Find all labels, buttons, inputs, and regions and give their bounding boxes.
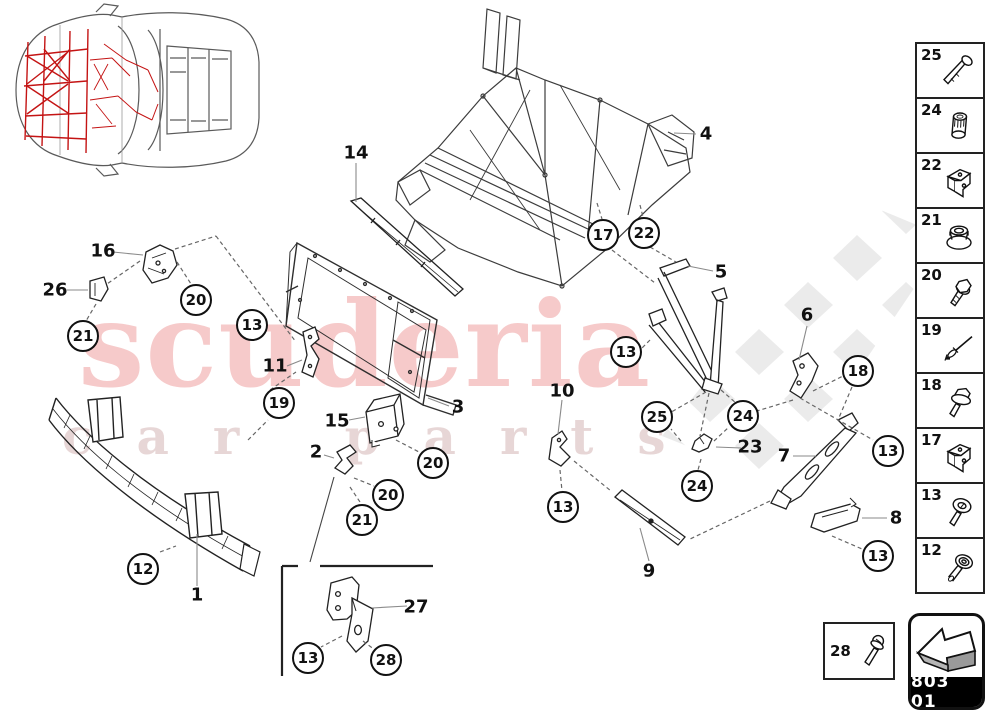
callout-circle-28: 28 [370,644,402,676]
blind-rivet-icon [944,335,973,362]
part-number-label-5: 5 [714,261,728,283]
part-number-label-8: 8 [889,507,903,529]
label-pointer-lines [67,132,887,609]
part-number-label-14: 14 [343,142,369,164]
part-3-radiator-frame [285,241,457,416]
part-number-label-16: 16 [90,240,116,262]
part-14-strip [349,197,464,297]
clip-bracket-icon [947,168,971,197]
part-9-crossbar [614,489,686,546]
callout-circle-13: 13 [610,336,642,368]
washer-screw-icon [949,495,974,526]
part-26-clip [89,276,109,302]
flange-nut-icon [946,224,972,250]
pan-screw-icon [864,634,885,666]
callout-circle-17: 17 [587,219,619,251]
fastener-number: 17 [921,431,942,449]
part-number-label-7: 7 [777,445,791,467]
inset-box-border [280,564,433,676]
part-8-bracket [810,497,861,533]
part-number-label-3: 3 [451,396,465,418]
fastener-legend-cell: 21 [917,209,983,264]
callout-circle-21: 21 [346,504,378,536]
rivet-nut-icon [951,111,968,139]
part-5-a-frame-brace [648,258,728,395]
callout-circle-20: 20 [417,447,449,479]
callout-circle-25: 25 [641,401,673,433]
part-16-bracket [142,244,178,284]
fastener-legend-cell: 17 [917,429,983,484]
part-2-clip [333,444,357,475]
part-27-bracket [326,576,374,653]
fastener-number: 24 [921,101,942,119]
callout-circle-19: 19 [263,387,295,419]
part-10-bracket [548,430,571,467]
part-number-label-26: 26 [42,279,68,301]
fastener-legend-cell: 13 [917,484,983,539]
fastener-number: 22 [921,156,942,174]
fastener-number: 28 [830,642,851,660]
callout-circle-24: 24 [681,470,713,502]
part-number-label-1: 1 [190,584,204,606]
fastener-number: 12 [921,541,942,559]
part-23-clip [691,433,713,453]
part-number-label-10: 10 [549,380,575,402]
fastener-number: 13 [921,486,942,504]
callout-circle-18: 18 [842,355,874,387]
callout-circle-13: 13 [872,435,904,467]
long-bolt-icon [943,52,975,84]
callout-circle-20: 20 [180,284,212,316]
part-number-label-27: 27 [403,596,429,618]
watermark-brand-word: scuderia [78,275,652,414]
diagram-section-badge: 803 01 [908,613,985,710]
part-number-label-23: 23 [737,436,763,458]
fastener-legend-cell: 22 [917,154,983,209]
part-number-label-4: 4 [699,123,713,145]
fastener-number: 18 [921,376,942,394]
part-number-label-9: 9 [642,560,656,582]
callout-circle-13: 13 [236,309,268,341]
highlighted-front-frame [23,28,159,154]
fastener-number: 20 [921,266,942,284]
callout-circle-22: 22 [628,217,660,249]
fastener-legend-cell: 25 [917,44,983,99]
part-6-bracket [789,352,819,399]
callout-circle-13: 13 [862,540,894,572]
hex-bolt-icon [950,278,973,306]
section-code: 803 01 [911,672,982,707]
fastener-legend-cell: 18 [917,374,983,429]
fastener-legend-cell: 12 [917,539,983,592]
relation-dashed-lines [85,202,874,651]
callout-circle-24: 24 [727,400,759,432]
part-1-bumper-beam [48,396,261,577]
direction-arrow-icon [911,616,982,677]
grommet-screw-icon [946,551,976,583]
callout-circle-13: 13 [292,642,324,674]
fastener-number: 19 [921,321,942,339]
fastener-number: 25 [921,46,942,64]
hex-flange-bolt-icon [949,387,972,417]
fastener-legend-cell: 19 [917,319,983,374]
clip-bracket-icon [947,443,971,472]
callout-circle-12: 12 [127,553,159,585]
callout-circle-13: 13 [547,491,579,523]
fastener-legend-cell: 20 [917,264,983,319]
part-4-front-frame-assembly [395,8,695,289]
part-number-label-15: 15 [324,410,350,432]
part-11-bracket [301,326,320,378]
fastener-legend-cell: 24 [917,99,983,154]
part-number-label-6: 6 [800,304,814,326]
part-15-bracket [365,393,405,448]
callout-circle-21: 21 [67,320,99,352]
part-7-support-arm [770,412,859,510]
callout-circle-20: 20 [372,479,404,511]
part-number-label-11: 11 [262,355,288,377]
fastener-number: 21 [921,211,942,229]
part-number-label-2: 2 [309,441,323,463]
car-top-view-icon [15,3,260,177]
fastener-legend-sidebar: 25 24 22 21 20 19 18 17 13 12 [915,42,985,594]
fastener-legend-extra-box: 28 [823,622,895,680]
